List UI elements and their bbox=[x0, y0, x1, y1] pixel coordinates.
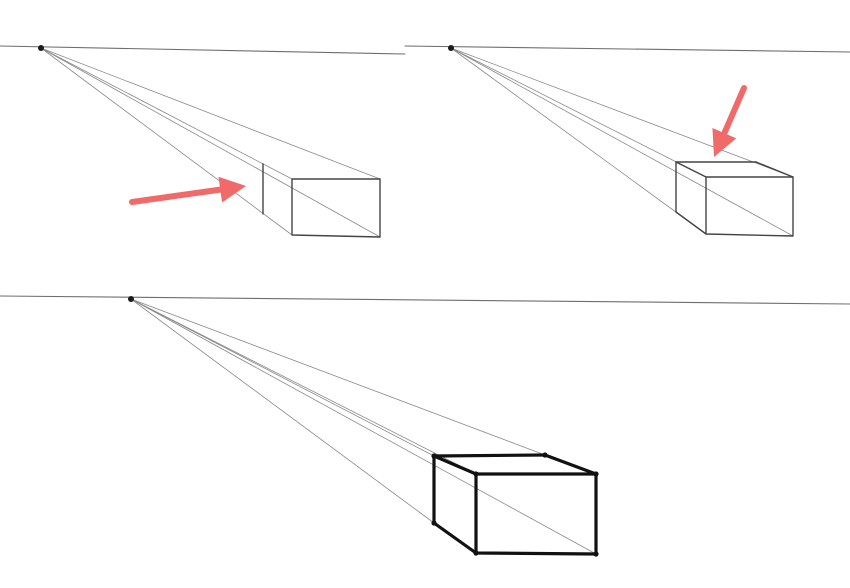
corner-dot bbox=[473, 550, 479, 556]
highlight-arrow-head-icon bbox=[218, 176, 246, 203]
panel-step-2 bbox=[404, 45, 850, 237]
corner-dot bbox=[542, 452, 548, 458]
depth-edge bbox=[675, 161, 707, 178]
panel-step-3 bbox=[0, 295, 850, 557]
depth-edge bbox=[432, 521, 478, 555]
perspective-guide-line bbox=[40, 47, 381, 238]
highlight-arrow-shaft bbox=[721, 85, 747, 137]
perspective-guide-line bbox=[40, 47, 293, 180]
perspective-guide-line bbox=[130, 298, 546, 456]
vanishing-point-dot bbox=[38, 45, 44, 51]
highlight-arrow-head-icon bbox=[712, 127, 737, 157]
vanishing-point-dot bbox=[128, 296, 134, 302]
perspective-guide-line bbox=[450, 47, 707, 178]
horizon-line bbox=[0, 45, 406, 55]
corner-dot bbox=[431, 453, 437, 459]
vanishing-point-dot bbox=[448, 45, 454, 51]
perspective-guide-line bbox=[40, 47, 293, 236]
front-face bbox=[705, 176, 794, 237]
perspective-guide-line bbox=[130, 298, 435, 524]
depth-edge bbox=[543, 453, 598, 476]
perspective-guide-line bbox=[450, 47, 794, 237]
corner-dot bbox=[473, 471, 479, 477]
back-top-edge bbox=[432, 453, 547, 458]
corner-dot bbox=[593, 551, 599, 557]
front-face bbox=[291, 178, 381, 238]
corner-dot bbox=[431, 520, 437, 526]
front-face bbox=[474, 472, 598, 556]
corner-dot bbox=[593, 471, 599, 477]
perspective-guide-line bbox=[130, 298, 597, 555]
perspective-guide-line bbox=[450, 47, 707, 235]
horizon-line bbox=[404, 45, 850, 53]
depth-edge bbox=[675, 211, 707, 235]
highlight-arrow-shaft bbox=[129, 186, 224, 205]
horizon-line bbox=[0, 295, 850, 305]
depth-edge bbox=[755, 161, 794, 178]
depth-edge bbox=[432, 454, 478, 476]
perspective-guide-line bbox=[130, 298, 477, 475]
perspective-guide-line bbox=[450, 47, 794, 178]
perspective-guide-line bbox=[130, 298, 435, 457]
panel-step-1 bbox=[0, 45, 406, 238]
perspective-guide-line bbox=[40, 47, 381, 180]
